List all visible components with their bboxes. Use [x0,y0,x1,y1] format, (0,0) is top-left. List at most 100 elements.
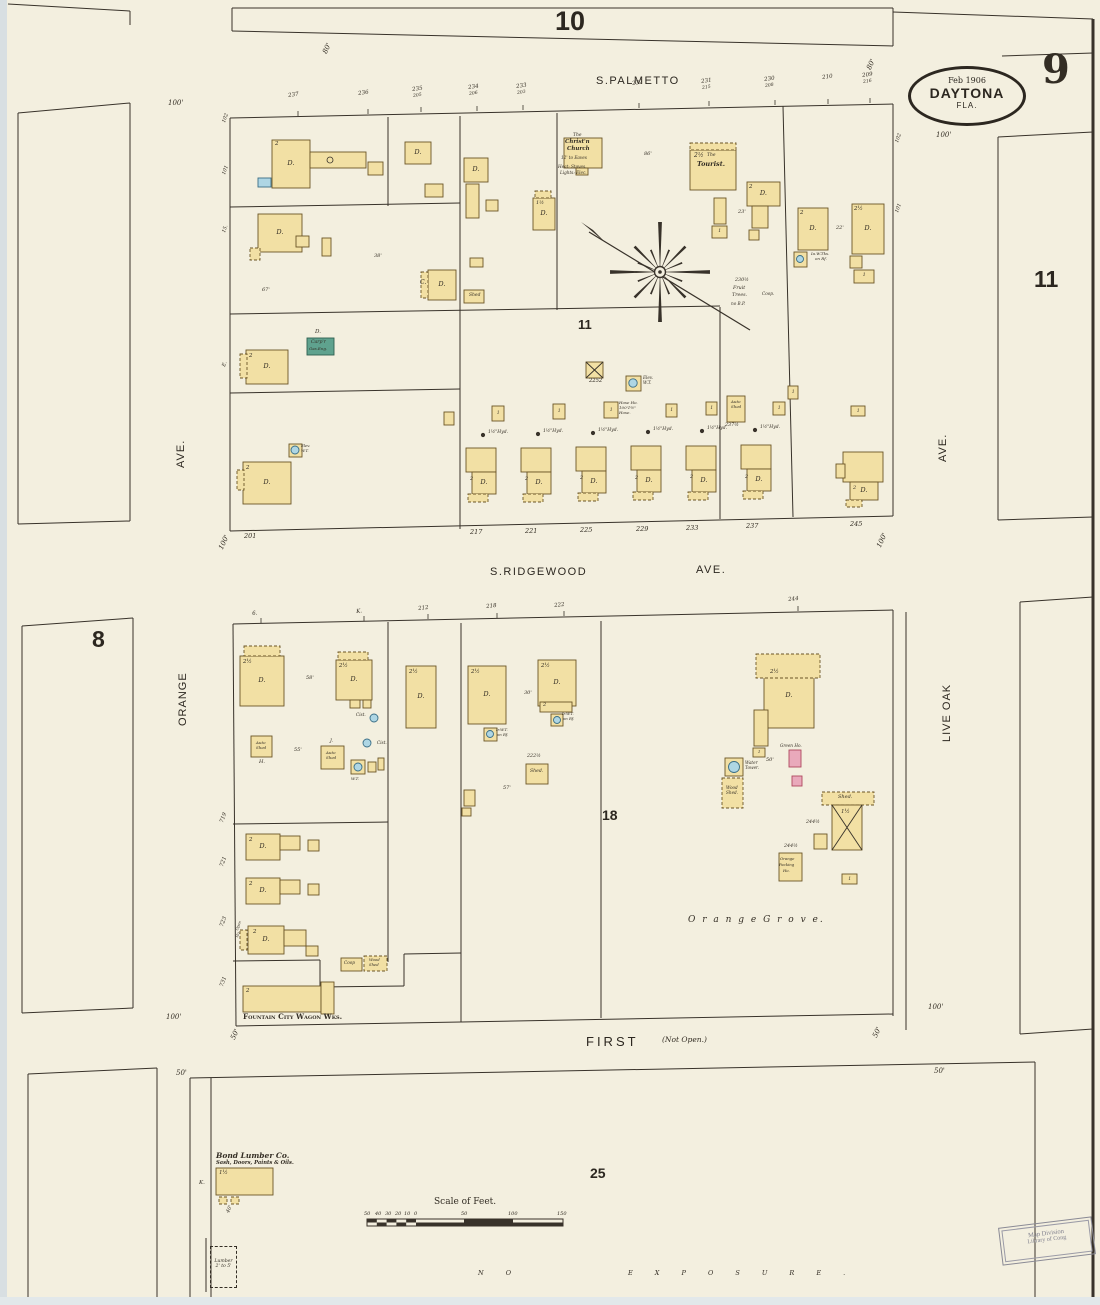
building-footprint [575,167,589,176]
map-annotation: 2 [635,475,639,481]
block-line [189,1061,1036,1079]
compass-ray-icon [660,245,687,272]
compass-center-dot [658,270,662,274]
building-label: D. [438,280,446,289]
map-annotation: Lights: Elec. [560,170,587,175]
map-annotation: 2 [253,929,257,935]
building-label: D. [759,189,767,198]
map-annotation: 2½ [694,152,704,159]
building-label: D. [258,676,266,685]
map-annotation: 2½ [854,206,863,212]
map-annotation: 38' [374,253,382,259]
block-line [1019,1028,1094,1035]
building-footprint [362,699,372,709]
building-label: D. [350,675,358,684]
map-annotation: W.T. [351,776,360,781]
hydrant-dot-icon [480,432,486,438]
building-footprint [665,403,678,418]
building-footprint [841,873,858,885]
map-annotation: 2 [470,476,474,482]
map-annotation: 229 [636,525,649,533]
building-footprint [711,225,728,239]
map-annotation: 2 [580,475,584,481]
building-label: D. [276,228,284,237]
block-line [229,103,894,119]
map-annotation: 58' [306,675,314,681]
map-annotation: Water [745,760,758,765]
building-footprint [337,651,369,661]
scale-tick-label: 50 [461,1211,468,1217]
street-ave-right: AVE. [937,433,949,462]
scale-tick-label: 0 [414,1211,418,1217]
street-first-note: (Not Open.) [662,1035,707,1044]
map-annotation: Green Ho. [780,743,802,748]
water-tank-icon [369,713,379,723]
block-line [460,1013,894,1023]
building-footprint [687,491,709,501]
map-annotation: Ia.W.Tks. [811,251,830,256]
dwelling-footprint [245,833,281,861]
daytona-date-oval-stamp: Feb 1906 DAYTONA FLA. [908,66,1026,126]
compass-ray-icon [660,270,710,274]
building-footprint [726,395,746,423]
oval-city: DAYTONA [929,85,1005,101]
building-footprint [787,385,799,400]
map-annotation: 2 [543,702,547,708]
building-footprint [307,883,320,896]
hydrant-dot-icon [535,431,541,437]
block-line [231,30,894,47]
map-annotation: W.T. [301,448,309,453]
map-annotation: 100' [168,99,184,107]
map-annotation: Tourist. [697,160,725,168]
street-ave-left: AVE. [175,439,187,468]
water-tank-icon [290,445,300,455]
building-label: D. [645,476,653,485]
building-footprint [340,957,363,972]
map-annotation: 100' [166,1013,182,1021]
dwelling-footprint [467,665,507,725]
map-annotation: Coop [344,960,355,965]
north-arrow-head-icon [581,222,606,243]
map-annotation: 2½ [471,669,480,675]
building-label: D. [860,486,868,495]
no-exposure-left: N O [478,1269,522,1277]
map-annotation: 6. [251,610,258,617]
map-annotation: 1½"Hyd. [543,429,564,434]
scale-tick-label: 10 [404,1211,411,1217]
building-footprint [740,444,772,470]
building-footprint [461,807,472,817]
street-s-ridgewood-ave: AVE. [696,564,727,576]
block-number-11-center: 11 [578,317,592,332]
map-annotation: Shed [369,962,379,967]
building-footprint [465,183,480,219]
block-line [235,1021,462,1027]
compass-ray-icon [660,272,687,299]
map-annotation: 23' [738,209,746,215]
building-footprint [753,709,769,747]
dwelling-footprint [257,213,303,253]
map-annotation: 12' to Eaves [561,155,587,160]
block-line [232,821,389,825]
map-annotation: on Rf. [563,716,575,721]
oval-state: FLA. [956,101,978,110]
map-annotation: 1½ [219,1170,228,1176]
map-annotation: Elev. [643,375,654,380]
dwelling-footprint [245,877,281,905]
building-footprint [239,353,248,379]
street-orange: ORANGE [177,672,189,726]
block-line [997,131,1094,138]
compass-ray-icon [658,272,662,322]
street-s-palmetto: S.PALMETTO [596,75,680,87]
compass-ray-icon [658,222,662,272]
map-annotation: 212 [417,604,429,612]
building-label: 1 [557,408,561,414]
page-edge-bottom [0,1297,1100,1305]
building-footprint [842,451,884,483]
building-label: D. [417,692,425,701]
map-annotation: 218 [485,602,497,610]
building-footprint [755,653,821,679]
map-annotation: 244½ [806,820,820,825]
building-label: 1 [718,228,722,234]
map-annotation: Cist. [356,712,366,717]
